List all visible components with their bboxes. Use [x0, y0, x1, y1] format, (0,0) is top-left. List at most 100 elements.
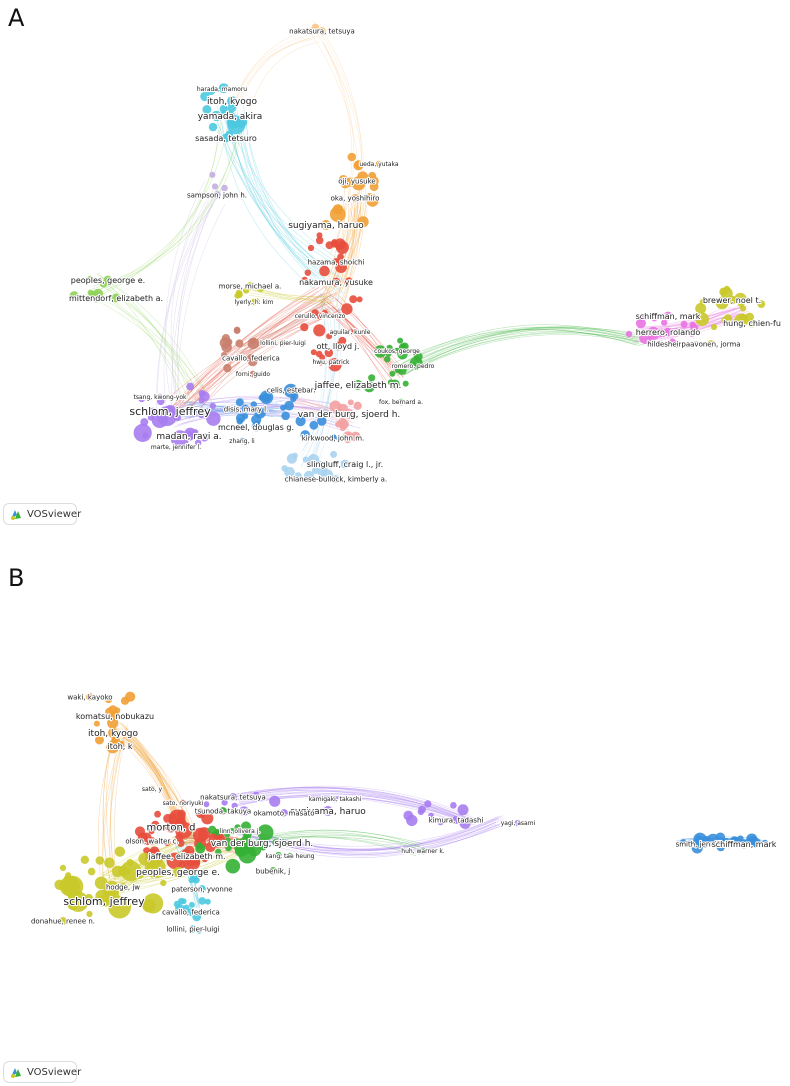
labeled-author-node	[331, 795, 339, 803]
network-link	[318, 206, 357, 310]
network-link	[331, 305, 393, 372]
author-label: lollini, pier-luigi	[166, 925, 219, 933]
author-node	[307, 454, 320, 466]
author-node	[144, 857, 166, 879]
author-node	[706, 833, 720, 848]
labeled-author-node	[351, 194, 359, 202]
author-label: hazama, shoichi	[308, 258, 365, 266]
author-label: yamada, akira	[198, 112, 263, 122]
vosviewer-logo-badge-b: VOSviewer	[3, 1061, 81, 1083]
labeled-author-node	[111, 293, 121, 303]
author-node	[211, 183, 219, 190]
author-node	[386, 344, 393, 352]
network-link	[186, 400, 285, 411]
network-link	[164, 406, 349, 425]
panel-a-nodes	[69, 23, 766, 483]
author-node	[397, 337, 404, 344]
author-node	[761, 839, 769, 847]
network-link	[185, 403, 285, 417]
network-link	[292, 398, 355, 424]
author-label: sugiyama, haruo	[290, 807, 366, 817]
network-link	[326, 301, 402, 374]
network-link	[395, 329, 638, 369]
labeled-author-node	[346, 328, 354, 336]
author-node	[148, 828, 155, 835]
author-node	[202, 105, 212, 114]
vosviewer-logo-icon	[11, 1068, 21, 1078]
network-link	[102, 734, 114, 888]
author-node	[646, 326, 660, 340]
author-node	[200, 91, 210, 102]
network-link	[247, 41, 319, 118]
author-node	[357, 216, 369, 228]
network-link	[254, 291, 334, 304]
author-label: harada, mamoru	[197, 86, 247, 93]
network-link	[182, 401, 288, 406]
author-node	[337, 253, 344, 261]
author-node	[59, 864, 67, 872]
network-link	[177, 204, 226, 397]
network-link	[236, 787, 465, 821]
author-node	[437, 818, 444, 826]
author-label: ueda, yutaka	[359, 161, 399, 168]
vosviewer-logo-badge-a: VOSviewer	[3, 503, 81, 525]
network-link	[403, 332, 646, 375]
author-label: marte, jennifer l.	[151, 444, 201, 451]
author-label: disis, mary l.	[224, 405, 269, 413]
author-node	[341, 303, 353, 315]
author-node	[87, 289, 94, 296]
network-link	[235, 111, 317, 277]
author-node	[69, 291, 79, 301]
author-node	[723, 314, 733, 324]
author-node	[356, 296, 363, 303]
network-link	[178, 286, 320, 408]
author-label: kimura, tadashi	[429, 816, 484, 824]
author-label: hwu, patrick	[312, 359, 350, 366]
labeled-author-node	[249, 370, 257, 378]
author-label: okamoto, masato	[253, 809, 314, 817]
author-label: van der burg, sjoerd h.	[298, 410, 401, 420]
author-node	[301, 276, 308, 283]
network-link	[239, 789, 468, 824]
network-link	[237, 795, 466, 826]
author-node	[154, 810, 162, 818]
network-link	[92, 128, 240, 287]
network-link	[121, 730, 195, 830]
author-node	[180, 898, 187, 905]
network-link	[117, 727, 194, 835]
network-link	[94, 294, 214, 405]
author-node	[201, 812, 214, 825]
network-link	[404, 331, 640, 376]
author-label: schlom, jeffrey	[63, 895, 145, 908]
author-node	[188, 901, 195, 908]
author-label: forni, guido	[236, 371, 271, 378]
author-node	[291, 452, 298, 459]
author-node	[692, 843, 699, 850]
labeled-author-node	[393, 347, 401, 355]
network-link	[231, 33, 317, 111]
network-link	[87, 116, 243, 295]
author-node	[326, 333, 333, 340]
author-label: sato, noriyuki	[163, 800, 204, 807]
author-label: nakamura, yusuke	[299, 278, 373, 287]
network-link	[92, 131, 242, 290]
network-link	[246, 292, 331, 302]
network-link	[170, 190, 206, 400]
network-link	[334, 191, 359, 289]
network-link	[341, 193, 359, 313]
author-node	[151, 820, 160, 829]
network-link	[236, 796, 471, 822]
author-node	[241, 821, 251, 832]
network-link	[237, 786, 472, 820]
network-link	[183, 411, 281, 414]
network-link	[184, 405, 277, 412]
network-link	[394, 326, 640, 369]
network-link	[173, 406, 288, 416]
author-node	[188, 877, 195, 884]
labeled-author-node	[165, 821, 177, 833]
author-node	[346, 433, 353, 440]
network-link	[325, 307, 388, 382]
author-node	[635, 318, 646, 329]
